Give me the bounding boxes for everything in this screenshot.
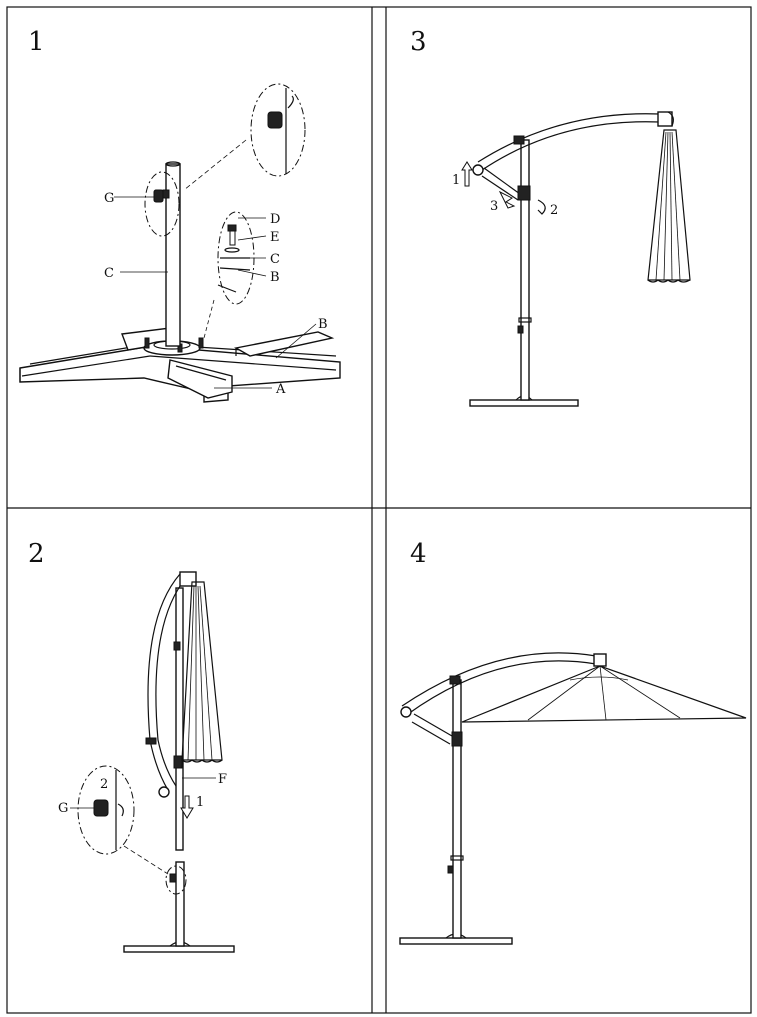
magnified-knob-detail <box>250 83 306 177</box>
panel-1: 1 <box>19 27 341 403</box>
label-b: B <box>318 317 328 332</box>
detail-number: 2 <box>100 777 108 792</box>
arrow-push-icon <box>498 190 516 209</box>
knob-icon <box>153 189 164 203</box>
base-plate <box>469 399 579 407</box>
label-b2: B <box>270 270 280 285</box>
label-c: C <box>104 266 114 281</box>
label-c2: C <box>270 252 280 267</box>
pole-illustration <box>162 161 181 347</box>
detail-circle <box>144 171 180 237</box>
pole <box>452 679 462 939</box>
base-plate <box>399 937 513 945</box>
open-canopy <box>461 665 747 723</box>
pole <box>520 139 530 401</box>
magnified-knob-detail <box>77 765 135 855</box>
panel-4: 4 <box>399 539 747 945</box>
rotate-arrow-icon <box>537 199 546 215</box>
step-number: 2 <box>28 539 45 569</box>
panel-3: 3 1 3 <box>410 27 691 407</box>
arrow-up-icon <box>461 161 473 187</box>
panel-2: 2 F 1 <box>28 539 235 953</box>
label-1: 1 <box>452 173 460 188</box>
folded-canopy <box>181 581 223 763</box>
arrow-down-icon <box>180 795 194 819</box>
step-number: 4 <box>410 539 427 569</box>
label-a: A <box>275 382 286 397</box>
base-plate <box>123 945 235 953</box>
label-f: F <box>218 772 227 787</box>
step-number: 1 <box>28 27 45 57</box>
label-arrow-1: 1 <box>196 795 204 810</box>
label-e: E <box>270 230 280 245</box>
folded-canopy <box>647 129 691 283</box>
label-g: G <box>104 191 114 206</box>
cross-base-illustration <box>19 327 341 403</box>
label-3: 3 <box>490 199 498 214</box>
frame <box>6 6 752 1014</box>
label-g: G <box>58 801 68 816</box>
label-d: D <box>270 212 280 227</box>
pole <box>175 587 184 851</box>
step-number: 3 <box>410 27 427 57</box>
label-2: 2 <box>550 203 558 218</box>
